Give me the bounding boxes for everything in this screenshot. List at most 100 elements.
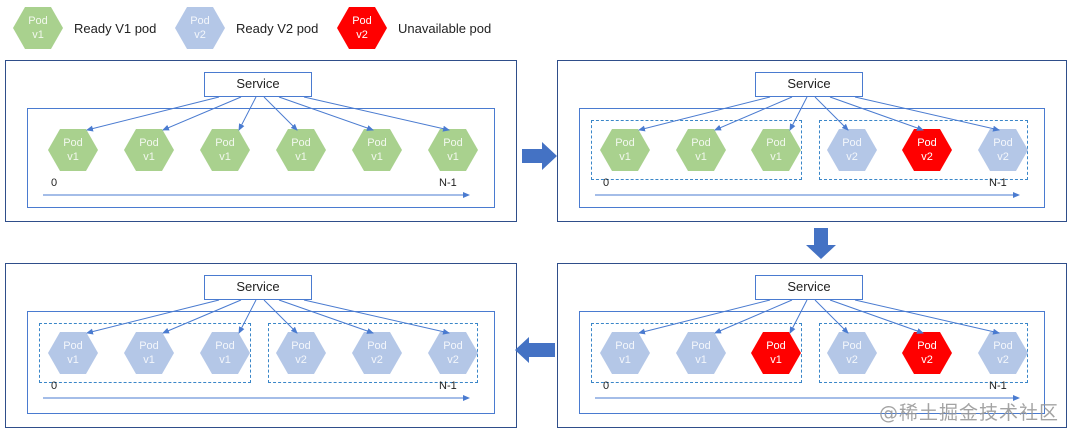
pod-ready-v2: Pod v2 <box>826 128 878 172</box>
pod-ready-v1: Pod v1 <box>47 128 99 172</box>
pod-version: v2 <box>194 29 206 41</box>
pod-version: v2 <box>447 354 459 366</box>
pod-version: v2 <box>356 29 368 41</box>
pod-ready-v1: Pod v1 <box>351 128 403 172</box>
hexagon-pod-icon: Pod v1 <box>12 6 64 50</box>
axis-start-label: 0 <box>603 177 610 189</box>
hexagon-pod-icon: Pod v2 <box>336 6 388 50</box>
pod-label: Pod <box>63 137 83 149</box>
pod-label: Pod <box>615 137 635 149</box>
pod-version: v1 <box>619 354 631 366</box>
pod-ready-v2: Pod v2 <box>427 331 479 375</box>
pod-ready-v2: Pod v2 <box>351 331 403 375</box>
pod-version: v1 <box>67 151 79 163</box>
pod-label: Pod <box>443 340 463 352</box>
pod-label: Pod <box>691 137 711 149</box>
pod-version: v1 <box>32 29 44 41</box>
pod-label: Pod <box>215 340 235 352</box>
pod-ready-v1: Pod v1 <box>123 128 175 172</box>
pod-label: Pod <box>28 15 48 27</box>
pod-version: v1 <box>770 354 782 366</box>
pod-label: Pod <box>766 137 786 149</box>
pod-version: v2 <box>921 354 933 366</box>
pod-version: v2 <box>997 151 1009 163</box>
pod-ready-v1: Pod v1 <box>275 128 327 172</box>
pod-version: v2 <box>846 151 858 163</box>
axis-start-label: 0 <box>51 380 58 392</box>
axis-end-label: N-1 <box>989 177 1007 189</box>
pod-label: Pod <box>63 340 83 352</box>
pod-set-box <box>27 311 495 414</box>
legend-label: Ready V1 pod <box>74 20 157 36</box>
legend-item-ready-v1: Pod v1 Ready V1 pod <box>12 6 156 50</box>
axis-end-label: N-1 <box>989 380 1007 392</box>
pod-label: Pod <box>917 137 937 149</box>
legend-item-ready-v2: Pod v2 Ready V2 pod <box>174 6 318 50</box>
pod-version: v1 <box>295 151 307 163</box>
pod-label: Pod <box>190 15 210 27</box>
pod-label: Pod <box>691 340 711 352</box>
pod-version: v1 <box>219 151 231 163</box>
pod-version: v2 <box>997 354 1009 366</box>
pod-version: v1 <box>695 354 707 366</box>
pod-version: v1 <box>695 151 707 163</box>
pod-version: v1 <box>770 151 782 163</box>
pod-version: v1 <box>371 151 383 163</box>
service-box: Service <box>204 275 312 300</box>
pod-label: Pod <box>842 137 862 149</box>
axis-start-label: 0 <box>603 380 610 392</box>
axis-start-label: 0 <box>51 177 58 189</box>
service-box: Service <box>204 72 312 97</box>
pod-ready-v2: Pod v2 <box>275 331 327 375</box>
flow-arrow-down-icon <box>806 228 836 259</box>
flow-arrow-right-icon <box>522 142 557 170</box>
pod-set-box <box>27 108 495 208</box>
pod-ready-v1: Pod v1 <box>599 128 651 172</box>
service-box: Service <box>755 72 863 97</box>
pod-label: Pod <box>766 340 786 352</box>
pod-ready-v1: Pod v1 <box>750 128 802 172</box>
pod-version: v1 <box>219 354 231 366</box>
pod-label: Pod <box>993 340 1013 352</box>
legend-item-unavailable: Pod v2 Unavailable pod <box>336 6 491 50</box>
pod-version: v1 <box>67 354 79 366</box>
axis-end-label: N-1 <box>439 177 457 189</box>
pod-version: v1 <box>143 354 155 366</box>
pod-label: Pod <box>352 15 372 27</box>
pod-ready-v2: Pod v2 <box>977 331 1029 375</box>
pod-version: v1 <box>143 151 155 163</box>
pod-label: Pod <box>291 137 311 149</box>
service-box: Service <box>755 275 863 300</box>
legend-label: Unavailable pod <box>398 20 492 36</box>
pod-set-box <box>579 311 1045 414</box>
pod-label: Pod <box>367 137 387 149</box>
hexagon-pod-icon: Pod v2 <box>174 6 226 50</box>
pod-set-box <box>579 108 1045 208</box>
legend: Pod v1 Ready V1 pod Pod v2 Ready V2 pod … <box>0 0 1073 56</box>
flow-arrow-left-icon <box>515 337 555 363</box>
pod-ready-v1: Pod v1 <box>675 128 727 172</box>
pod-label: Pod <box>291 340 311 352</box>
pod-ready-v2: Pod v1 <box>47 331 99 375</box>
axis-end-label: N-1 <box>439 380 457 392</box>
pod-label: Pod <box>139 137 159 149</box>
legend-label: Ready V2 pod <box>236 20 319 36</box>
pod-version: v2 <box>846 354 858 366</box>
pod-version: v2 <box>295 354 307 366</box>
pod-ready-v2: Pod v1 <box>675 331 727 375</box>
watermark: @稀土掘金技术社区 <box>878 402 1059 424</box>
pod-version: v2 <box>371 354 383 366</box>
pod-version: v1 <box>619 151 631 163</box>
pod-label: Pod <box>443 137 463 149</box>
pod-version: v1 <box>447 151 459 163</box>
pod-label: Pod <box>367 340 387 352</box>
